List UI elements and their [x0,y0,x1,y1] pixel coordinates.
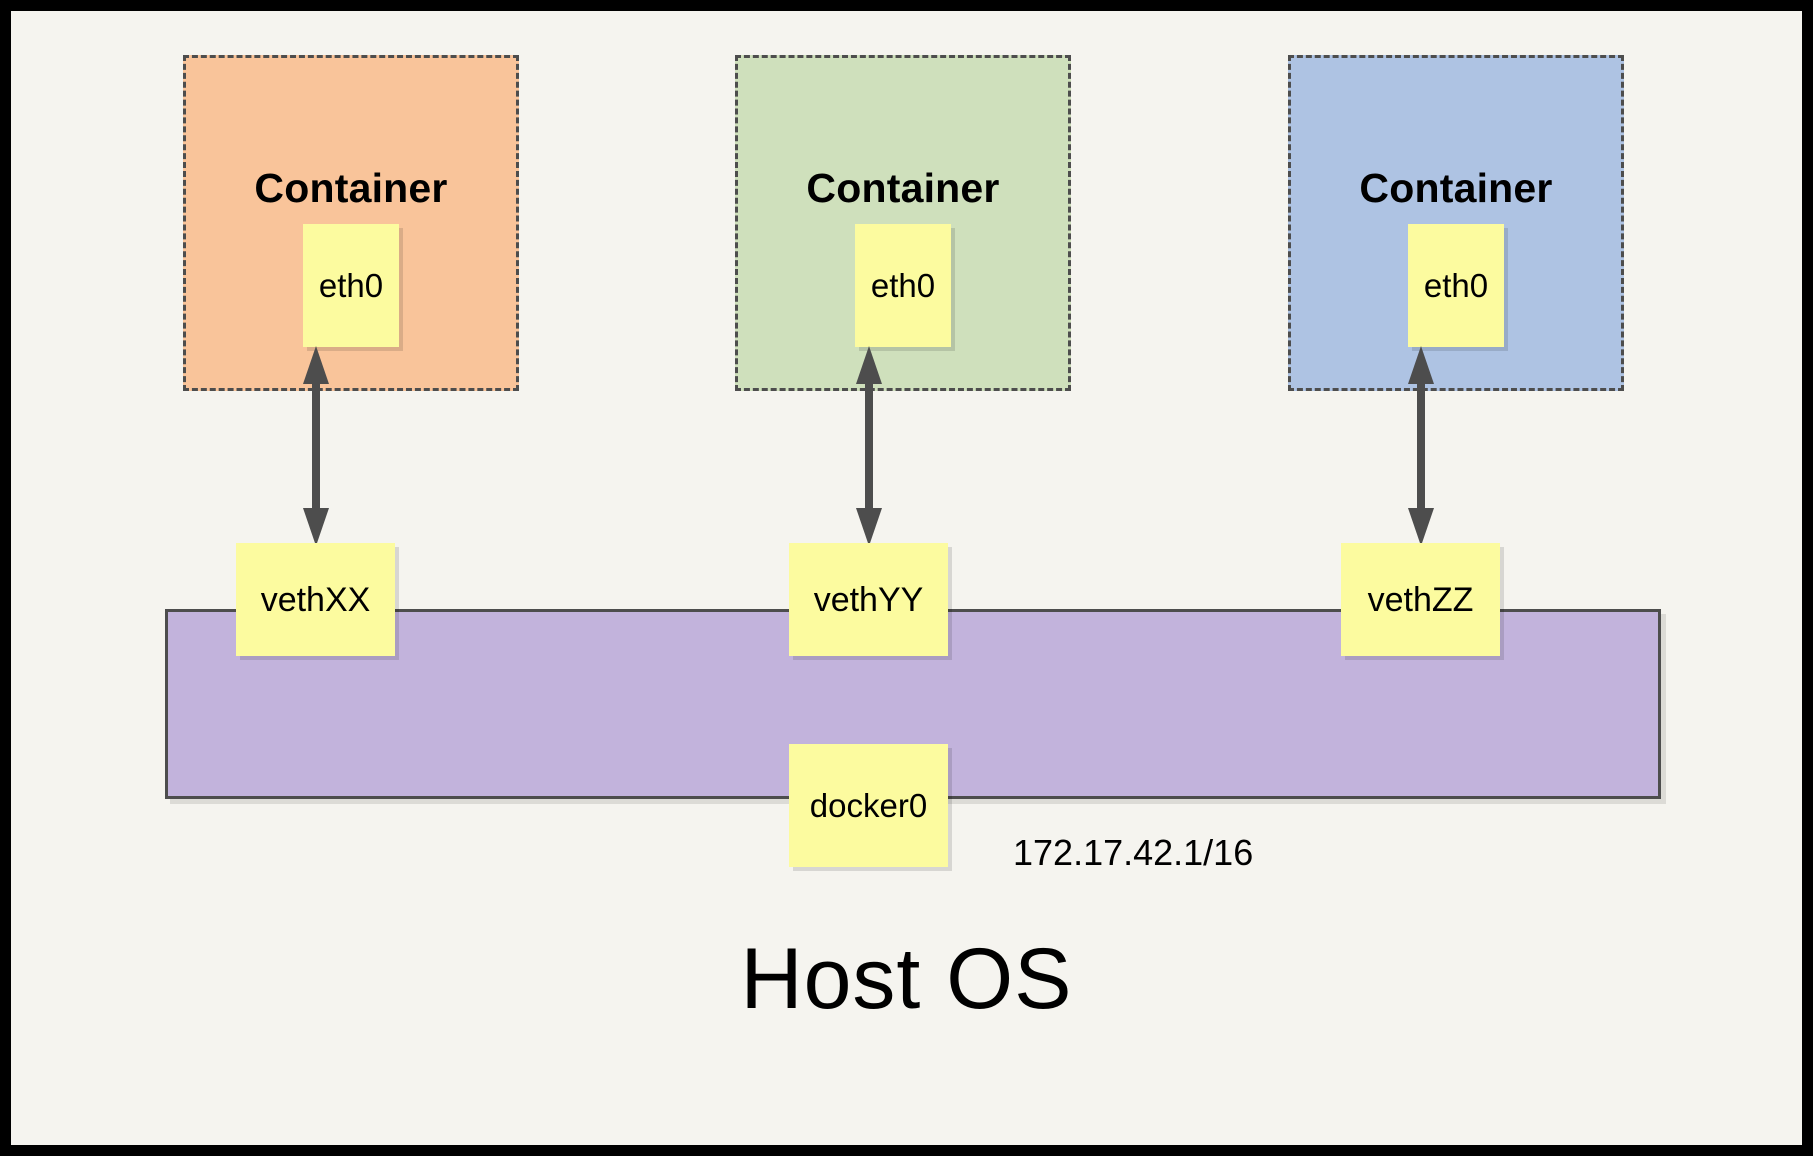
veth-box-1: vethXX [236,543,395,656]
container-title-2: Container [806,165,1000,211]
veth-label-3: vethZZ [1367,580,1474,619]
container-title-1: Container [254,165,448,211]
double-arrow-icon-1 [303,346,329,546]
double-arrow-icon-3 [1408,346,1434,546]
eth0-label-3: eth0 [1423,267,1489,304]
docker0-interface-box: docker0 [789,744,948,867]
double-arrow-icon-2 [856,346,882,546]
docker0-ip-address: 172.17.42.1/16 [1013,832,1254,873]
veth-label-1: vethXX [260,580,371,619]
eth0-label-1: eth0 [318,267,384,304]
diagram-canvas: Container eth0 Container eth0 Container … [11,11,1802,1145]
veth-box-2: vethYY [789,543,948,656]
eth0-box-2: eth0 [855,224,951,347]
veth-box-3: vethZZ [1341,543,1500,656]
host-os-label: Host OS [740,931,1073,1027]
eth0-box-3: eth0 [1408,224,1504,347]
docker0-interface-label: docker0 [809,787,928,824]
veth-label-2: vethYY [813,580,924,619]
container-title-3: Container [1359,165,1553,211]
eth0-box-1: eth0 [303,224,399,347]
eth0-label-2: eth0 [870,267,936,304]
